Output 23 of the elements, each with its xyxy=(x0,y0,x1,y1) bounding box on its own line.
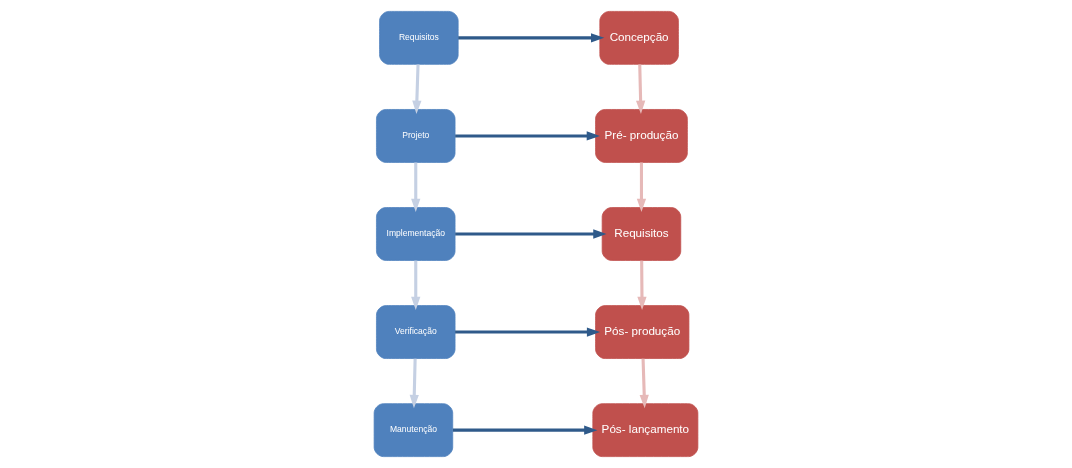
arrow xyxy=(411,260,421,311)
arrow xyxy=(411,162,421,212)
arrow xyxy=(412,64,422,114)
arrow xyxy=(455,131,600,141)
arrow xyxy=(636,162,647,212)
arrow xyxy=(455,229,607,239)
node-box: Concepção xyxy=(599,11,679,65)
node-box: Requisitos xyxy=(601,207,682,261)
node-box: Pré- produção xyxy=(595,109,688,163)
node-box: Verificação xyxy=(376,305,456,359)
node-box: Requisitos xyxy=(379,11,459,65)
arrow xyxy=(637,260,647,311)
arrow xyxy=(639,358,649,409)
arrow xyxy=(452,425,598,435)
arrow xyxy=(458,33,605,43)
node-box: Implementação xyxy=(376,207,456,261)
node-box: Projeto xyxy=(376,109,456,163)
arrow xyxy=(636,64,646,114)
node-box: Pós- produção xyxy=(595,305,690,359)
arrow xyxy=(409,358,419,409)
node-box: Pós- lançamento xyxy=(592,403,699,457)
arrow xyxy=(455,327,601,337)
node-box: Manutenção xyxy=(373,403,454,457)
